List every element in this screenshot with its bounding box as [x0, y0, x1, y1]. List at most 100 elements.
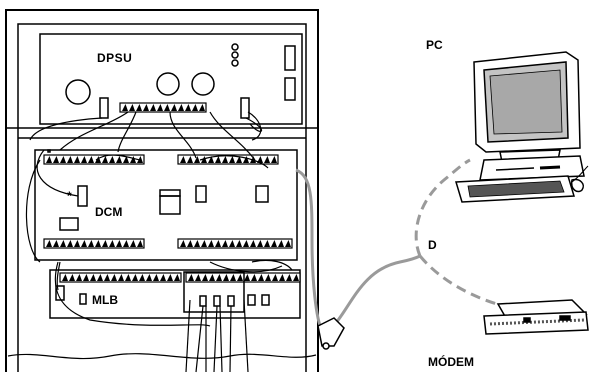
dcm-bottom-right-strip-terminal [201, 240, 207, 247]
dpsu-strip-terminal [122, 104, 128, 111]
pc-label: PC [426, 38, 443, 52]
dcm-top-left-strip-terminal [74, 156, 80, 163]
dcm-top-left-strip-terminal [109, 156, 115, 163]
mlb-left-strip-terminal [62, 274, 68, 281]
d-label: D [428, 238, 437, 252]
dcm-bottom-right-strip-terminal [187, 240, 193, 247]
mlb-right-strip-terminal [272, 274, 278, 281]
dcm-bottom-right-strip-terminal [222, 240, 228, 247]
mlb-right-strip-terminal [188, 274, 194, 281]
mlb-board [49, 269, 301, 319]
dpsu-strip-terminal [178, 104, 184, 111]
dcm-top-right-strip-terminal [271, 156, 277, 163]
mlb-left-strip-terminal [83, 274, 89, 281]
dpsu-terminal-strip [119, 102, 207, 113]
dcm-top-right-strip-terminal [201, 156, 207, 163]
dcm-bottom-left-strip-terminal [60, 240, 66, 247]
mlb-right-strip-terminal [265, 274, 271, 281]
pc-computer [455, 51, 589, 203]
d-connector [317, 317, 345, 350]
dpsu-strip-terminal [150, 104, 156, 111]
dcm-bottom-right-strip-terminal [215, 240, 221, 247]
mlb-left-strip-terminal [104, 274, 110, 281]
dcm-bottom-left-strip-terminal [88, 240, 94, 247]
dcm-top-left-strip-terminal [60, 156, 66, 163]
dcm-top-left-strip-terminal [46, 156, 52, 163]
dcm-bottom-right-strip-terminal [250, 240, 256, 247]
dcm-top-left-strip-terminal [88, 156, 94, 163]
mlb-left-strip-terminal [146, 274, 152, 281]
mlb-right-strip-terminal [244, 274, 250, 281]
dcm-bottom-right-strip-terminal [229, 240, 235, 247]
mlb-right-strip-terminal [195, 274, 201, 281]
mlb-left-strip-terminal [139, 274, 145, 281]
dpsu-strip-terminal [192, 104, 198, 111]
dcm-bottom-left-strip-terminal [116, 240, 122, 247]
mlb-right-strip-terminal [223, 274, 229, 281]
dcm-bottom-right-strip-base [177, 238, 293, 249]
dcm-top-left-strip-terminal [116, 156, 122, 163]
dcm-top-left-strip-terminal [67, 156, 73, 163]
dcm-top-left-strip-terminal [130, 156, 136, 163]
dcm-bottom-right-strip-terminal [243, 240, 249, 247]
connector-group [183, 271, 245, 313]
dcm-bottom-right-strip-terminal [278, 240, 284, 247]
dcm-terminal-strips [43, 154, 293, 249]
dpsu-strip-terminal [199, 104, 205, 111]
dcm-top-right-strip-terminal [187, 156, 193, 163]
dcm-top-left-strip-terminal [81, 156, 87, 163]
mlb-right-strip-terminal [286, 274, 292, 281]
dcm-top-left-strip-terminal [53, 156, 59, 163]
cabinet [5, 9, 319, 372]
dcm-top-right-strip-terminal [208, 156, 214, 163]
mlb-terminal-strip [59, 272, 301, 283]
asterisk-marker: * [67, 189, 72, 203]
dcm-top-right-strip-terminal [264, 156, 270, 163]
dcm-bottom-left-strip-terminal [130, 240, 136, 247]
dcm-bottom-left-strip-terminal [74, 240, 80, 247]
dpsu-panel [39, 33, 303, 125]
mlb-right-strip-terminal [202, 274, 208, 281]
modem-device [483, 299, 589, 335]
dcm-top-right-strip-terminal [215, 156, 221, 163]
mlb-right-strip-terminal [237, 274, 243, 281]
dcm-top-right-strip-terminal [180, 156, 186, 163]
dcm-top-right-strip-terminal [236, 156, 242, 163]
mlb-right-strip-terminal [279, 274, 285, 281]
dcm-top-right-strip-base [177, 154, 279, 165]
dpsu-strip-terminal [143, 104, 149, 111]
mlb-right-strip-terminal [251, 274, 257, 281]
dpsu-strip-terminal [136, 104, 142, 111]
dcm-top-left-strip-terminal [95, 156, 101, 163]
mlb-right-strip-terminal [293, 274, 299, 281]
dcm-top-left-strip-terminal [102, 156, 108, 163]
dcm-bottom-right-strip-terminal [257, 240, 263, 247]
dcm-bottom-right-strip-terminal [285, 240, 291, 247]
mlb-left-strip-terminal [167, 274, 173, 281]
dcm-bottom-right-strip-terminal [194, 240, 200, 247]
dcm-bottom-right-strip-terminal [208, 240, 214, 247]
dcm-top-right-strip-terminal [194, 156, 200, 163]
mlb-right-strip-terminal [230, 274, 236, 281]
dcm-bottom-left-strip-terminal [95, 240, 101, 247]
dcm-bottom-left-strip-terminal [123, 240, 129, 247]
dcm-bottom-left-strip-terminal [53, 240, 59, 247]
dcm-bottom-left-strip-terminal [67, 240, 73, 247]
dcm-bottom-left-strip-terminal [137, 240, 143, 247]
mlb-label: MLB [92, 293, 118, 307]
panel-separators [6, 127, 318, 139]
dcm-bottom-right-strip-terminal [264, 240, 270, 247]
mlb-left-strip-terminal [174, 274, 180, 281]
dcm-bottom-left-strip-terminal [109, 240, 115, 247]
dcm-top-right-strip-terminal [229, 156, 235, 163]
dcm-top-right-strip-terminal [222, 156, 228, 163]
dcm-bottom-left-strip-terminal [81, 240, 87, 247]
dpsu-strip-terminal [157, 104, 163, 111]
mlb-left-strip-terminal [153, 274, 159, 281]
dpsu-strip-base [119, 102, 207, 113]
dpsu-strip-terminal [171, 104, 177, 111]
dcm-top-left-strip-base [43, 154, 145, 165]
mlb-left-strip-terminal [90, 274, 96, 281]
dcm-top-left-strip-terminal [123, 156, 129, 163]
